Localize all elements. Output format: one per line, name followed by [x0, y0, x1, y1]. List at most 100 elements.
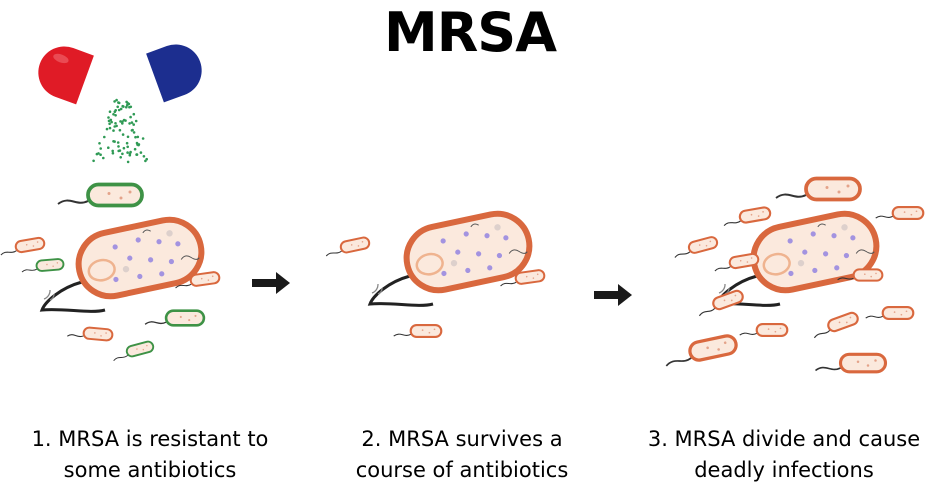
bacterium-icon — [774, 176, 862, 202]
antibiotic-particle — [121, 122, 124, 125]
susceptible-bacterium-icon — [110, 339, 156, 363]
antibiotic-particle — [108, 122, 111, 126]
bacterium-icon — [66, 324, 114, 342]
step-1-caption: 1. MRSA is resistant to some antibiotics — [0, 424, 300, 486]
antibiotic-particle — [110, 120, 113, 124]
antibiotic-particle — [121, 152, 124, 156]
antibiotic-particle — [113, 110, 117, 113]
antibiotic-particle — [129, 115, 132, 119]
antibiotic-particle — [118, 128, 122, 132]
step-3-line-1: 3. MRSA divide and cause — [647, 427, 921, 451]
step-3-line-2: deadly infections — [694, 458, 874, 482]
antibiotic-particle — [113, 125, 116, 128]
antibiotic-particle — [113, 100, 116, 103]
antibiotic-particle — [132, 131, 136, 134]
antibiotic-particle — [132, 112, 136, 116]
bacterium-icon — [323, 235, 372, 258]
arrow-right-icon — [252, 272, 290, 294]
antibiotic-particle — [142, 155, 146, 158]
antibiotic-particle — [112, 129, 115, 132]
antibiotic-particle — [139, 151, 143, 154]
step-2-caption: 2. MRSA survives a course of antibiotics — [312, 424, 612, 486]
bacterium-icon — [813, 352, 888, 374]
antibiotic-particle — [118, 149, 122, 152]
bacterium-icon — [874, 205, 925, 221]
antibiotic-particles — [92, 98, 148, 164]
antibiotic-particle — [119, 107, 123, 111]
antibiotic-particle — [141, 137, 145, 140]
panel-1-bacteria — [0, 182, 222, 363]
antibiotic-particle — [132, 123, 135, 126]
antibiotic-particle — [99, 153, 102, 156]
step-2-line-2: course of antibiotics — [355, 458, 569, 482]
panel-3-bacteria — [661, 176, 925, 374]
antibiotic-particle — [126, 160, 130, 164]
step-2-line-1: 2. MRSA survives a — [361, 427, 563, 451]
susceptible-bacterium-icon — [20, 257, 65, 274]
antibiotic-particle — [108, 110, 112, 113]
antibiotic-particle — [121, 104, 124, 108]
antibiotic-particle — [112, 113, 115, 116]
antibiotic-particle — [105, 127, 109, 131]
antibiotic-particle — [126, 101, 129, 105]
antibiotic-particle — [114, 114, 117, 117]
mrsa-bacterium-icon — [370, 208, 535, 306]
antibiotic-particle — [107, 146, 110, 149]
antibiotic-particle — [102, 156, 105, 160]
bacterium-icon — [0, 235, 47, 257]
mrsa-bacterium-icon — [42, 214, 207, 312]
antibiotic-particle — [99, 147, 102, 150]
antibiotic-particle — [124, 119, 127, 122]
antibiotic-particle — [117, 145, 120, 148]
antibiotic-particle — [108, 126, 112, 130]
antibiotic-particle — [119, 120, 122, 123]
bacterium-icon — [738, 322, 789, 338]
antibiotic-particle — [103, 135, 106, 139]
antibiotic-particle — [109, 118, 113, 122]
antibiotic-particle — [129, 105, 133, 109]
antibiotic-particle — [125, 105, 128, 109]
antibiotic-particle — [117, 108, 121, 112]
susceptible-bacterium-icon — [143, 309, 206, 327]
step-1-line-2: some antibiotics — [63, 458, 237, 482]
antibiotic-particle — [135, 153, 139, 156]
antibiotic-particle — [113, 140, 116, 143]
antibiotic-particle — [126, 151, 129, 154]
antibiotic-particle — [92, 159, 95, 163]
antibiotic-particle — [107, 116, 110, 119]
antibiotic-particle — [114, 122, 117, 125]
bacterium-icon — [661, 332, 740, 369]
antibiotic-particle — [121, 133, 125, 136]
bacterium-icon — [864, 305, 915, 321]
antibiotic-particle — [134, 135, 137, 139]
arrow-right-icon — [594, 284, 632, 306]
bacterium-icon — [712, 251, 761, 273]
susceptible-bacterium-icon — [56, 182, 144, 208]
antibiotic-particle — [144, 159, 147, 163]
antibiotic-particle — [134, 119, 138, 123]
antibiotic-particle — [126, 135, 130, 139]
bacterium-icon — [392, 323, 443, 339]
antibiotic-particle — [98, 142, 101, 145]
antibiotic-particle — [136, 135, 140, 139]
antibiotic-particle — [116, 105, 119, 109]
antibiotic-particle — [117, 101, 121, 105]
antibiotic-particle — [111, 151, 115, 155]
antibiotic-particle — [128, 153, 132, 157]
antibiotic-particle — [128, 122, 131, 125]
bacterium-icon — [671, 234, 720, 260]
antibiotic-particle — [122, 146, 126, 150]
antibiotic-capsule-icon — [38, 44, 202, 105]
page-title: MRSA — [383, 1, 557, 64]
antibiotic-particle — [111, 149, 114, 153]
antibiotic-particle — [133, 147, 137, 151]
step-3-caption: 3. MRSA divide and cause deadly infectio… — [634, 424, 934, 486]
step-1-line-1: 1. MRSA is resistant to — [31, 427, 269, 451]
panel-2-bacteria — [323, 208, 547, 339]
antibiotic-particle — [130, 121, 134, 124]
antibiotic-particle — [131, 128, 134, 132]
antibiotic-particle — [126, 145, 129, 149]
antibiotic-particle — [125, 141, 129, 145]
antibiotic-particle — [116, 141, 120, 144]
antibiotic-particle — [115, 98, 118, 102]
